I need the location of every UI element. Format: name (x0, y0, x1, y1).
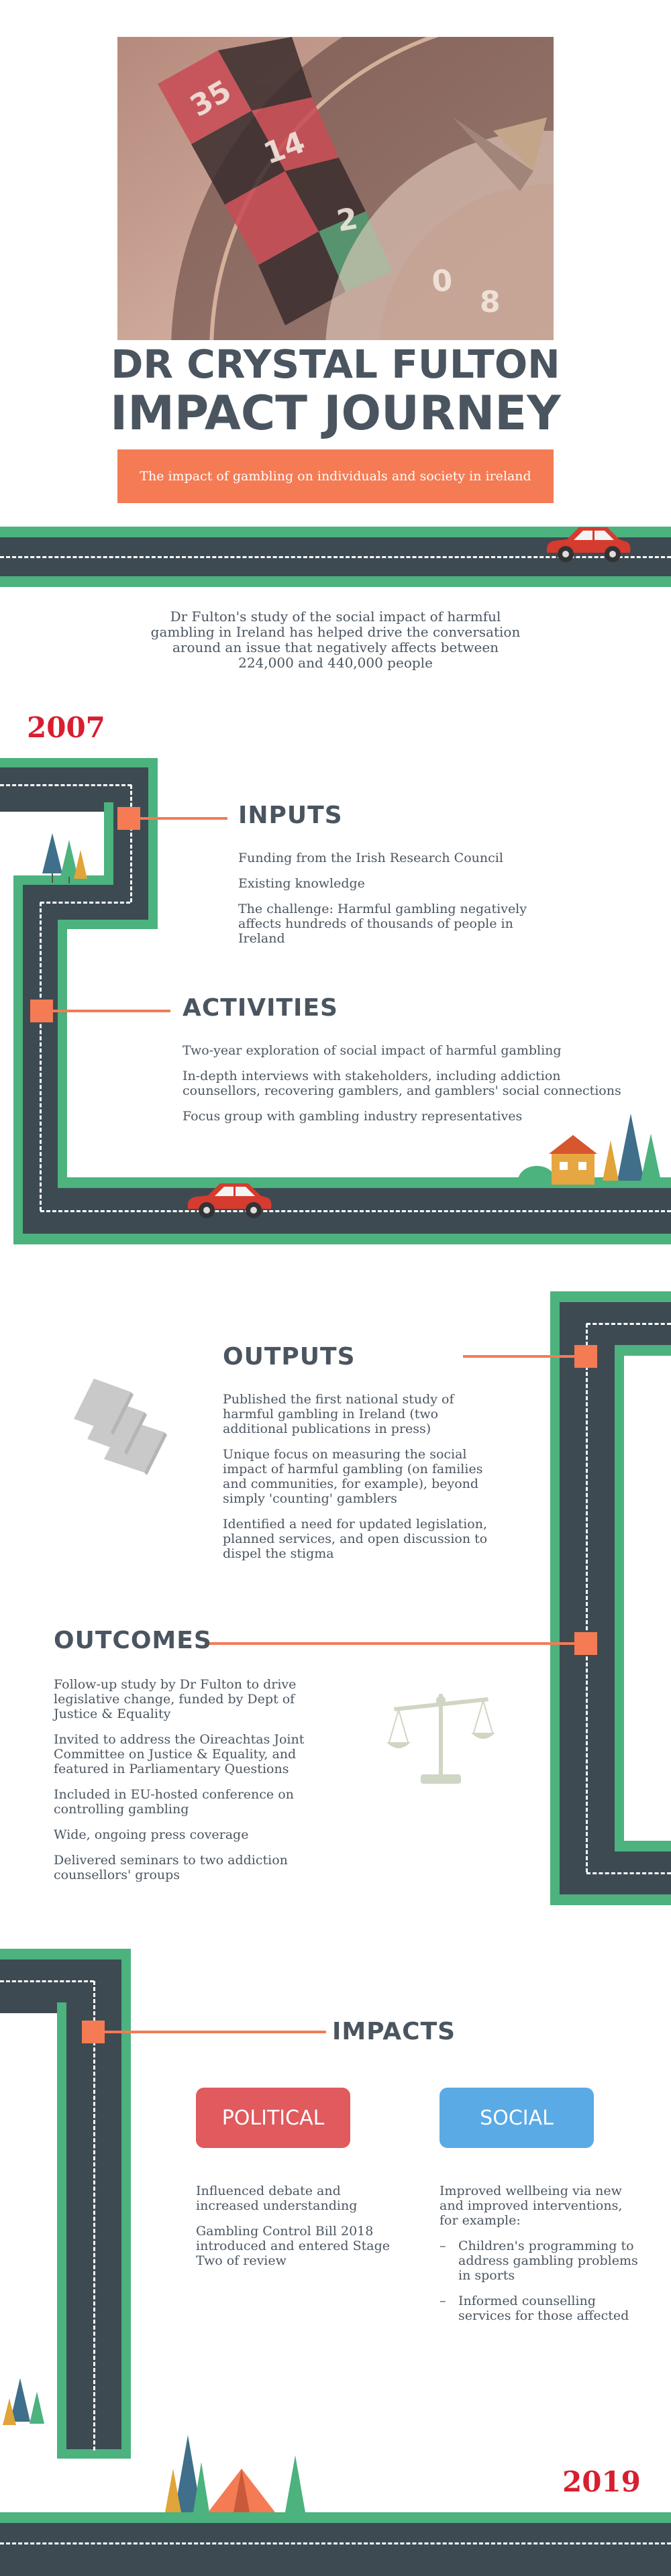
outputs-marker (574, 1345, 597, 1368)
intro-text: Dr Fulton's study of the social impact o… (150, 608, 521, 671)
outputs-connector (463, 1355, 574, 1358)
inputs-item: The challenge: Harmful gambling negative… (238, 902, 527, 946)
svg-text:0: 0 (431, 263, 454, 299)
outputs-item: Published the first national study of ha… (223, 1392, 454, 1436)
political-item: Influenced debate and increased understa… (196, 2184, 358, 2213)
svg-text:8: 8 (480, 285, 501, 319)
trees-icon (42, 833, 87, 883)
year-start: 2007 (27, 711, 105, 744)
activities-title: ACTIVITIES (183, 994, 338, 1022)
car-icon (188, 1183, 272, 1218)
outcomes-item: Follow-up study by Dr Fulton to drive le… (54, 1677, 297, 1721)
social-list: Improved wellbeing via new and improved … (440, 2184, 641, 2323)
outcomes-connector (205, 1642, 574, 1645)
political-badge: POLITICAL (196, 2088, 350, 2148)
outputs-list: Published the first national study of ha… (223, 1392, 505, 1561)
outputs-item: Unique focus on measuring the social imp… (223, 1447, 483, 1506)
social-item: – Informed counselling services for thos… (440, 2294, 629, 2323)
year-end: 2019 (562, 2465, 641, 2498)
subtitle-text: The impact of gambling on individuals an… (140, 469, 531, 484)
social-badge: SOCIAL (440, 2088, 594, 2148)
inputs-title: INPUTS (238, 802, 343, 829)
roulette-wheel-illustration: 35 14 2 0 8 (117, 37, 554, 340)
inputs-connector (140, 817, 227, 820)
title-line-2: IMPACT JOURNEY (110, 386, 561, 441)
documents-icon (74, 1379, 167, 1475)
inputs-item: Existing knowledge (238, 876, 365, 891)
outcomes-title: OUTCOMES (54, 1627, 212, 1654)
outcomes-item: Included in EU-hosted conference on cont… (54, 1787, 294, 1817)
outputs-title: OUTPUTS (223, 1343, 356, 1371)
inputs-list: Funding from the Irish Research Council … (238, 851, 560, 946)
impacts-marker (82, 2021, 105, 2043)
subtitle-banner: The impact of gambling on individuals an… (117, 449, 554, 503)
impacts-title: IMPACTS (332, 2018, 456, 2045)
trees-icon (3, 2378, 44, 2425)
activities-list: Two-year exploration of social impact of… (183, 1043, 639, 1124)
car-icon (547, 527, 631, 562)
activities-item: Two-year exploration of social impact of… (183, 1043, 562, 1058)
title-line-1: DR CRYSTAL FULTON (111, 341, 560, 387)
outcomes-marker (574, 1632, 597, 1655)
political-item: Gambling Control Bill 2018 introduced an… (196, 2224, 390, 2268)
outputs-item: Identified a need for updated legislatio… (223, 1517, 488, 1561)
activities-connector (53, 1010, 170, 1012)
activities-marker (30, 1000, 53, 1022)
tent-icon (165, 2435, 305, 2512)
outcomes-list: Follow-up study by Dr Fulton to drive le… (54, 1677, 322, 1882)
inputs-marker (117, 807, 140, 830)
activities-item: Focus group with gambling industry repre… (183, 1109, 523, 1124)
scales-of-justice-icon (386, 1694, 495, 1784)
activities-item: In-depth interviews with stakeholders, i… (183, 1069, 621, 1098)
hero-image: 35 14 2 0 8 (117, 37, 554, 340)
social-intro: Improved wellbeing via new and improved … (440, 2184, 623, 2228)
outcomes-item: Wide, ongoing press coverage (54, 1827, 249, 1842)
outcomes-item: Delivered seminars to two addiction coun… (54, 1853, 288, 1882)
inputs-item: Funding from the Irish Research Council (238, 851, 503, 865)
impacts-connector (105, 2031, 326, 2033)
social-label: SOCIAL (480, 2106, 554, 2130)
outcomes-item: Invited to address the Oireachtas Joint … (54, 1732, 305, 1776)
political-list: Influenced debate and increased understa… (196, 2184, 391, 2268)
page-title: DR CRYSTAL FULTON IMPACT JOURNEY (0, 342, 671, 440)
political-label: POLITICAL (221, 2106, 325, 2130)
social-item: – Children's programming to address gamb… (440, 2239, 638, 2283)
house-icon (518, 1114, 661, 1187)
